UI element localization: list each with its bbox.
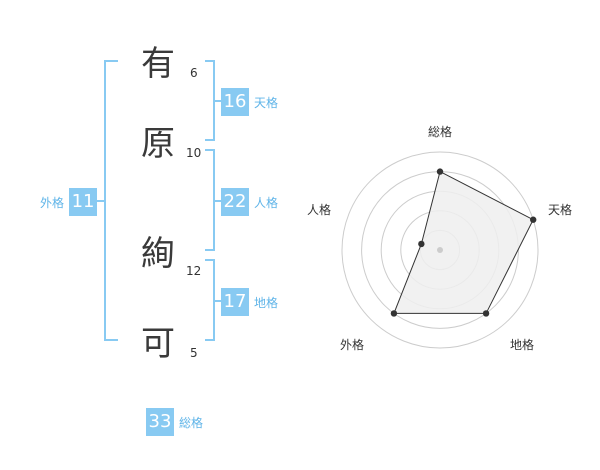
tenkaku-value: 16 (221, 88, 249, 116)
radar-label-bottom-right: 地格 (510, 338, 535, 352)
stroke-count-3: 12 (186, 264, 202, 278)
chikaku-value: 17 (221, 288, 249, 316)
radar-point-4 (390, 310, 398, 317)
stroke-count-2: 10 (186, 146, 202, 160)
soukaku-label: 総格 (179, 415, 204, 430)
soukaku-badge: 33 総格 (146, 408, 203, 436)
jinkaku-value: 22 (221, 188, 249, 216)
radar-center (437, 247, 443, 253)
radar-point-2 (530, 216, 537, 223)
name-char-4: 可 (141, 324, 175, 364)
stroke-count-4: 5 (190, 346, 198, 360)
radar-point-5 (418, 240, 425, 248)
tenkaku-badge: 16 天格 (221, 88, 278, 116)
radar-label-top: 総格 (428, 125, 453, 139)
radar-point-1 (436, 168, 444, 175)
radar-label-top-right: 天格 (548, 203, 573, 217)
radar-label-bottom-left: 外格 (340, 338, 365, 352)
jinkaku-label: 人格 (254, 195, 279, 210)
gaikaku-badge: 外格 11 (40, 188, 98, 216)
radar-ring (341, 151, 539, 349)
jinkaku-badge: 22 人格 (221, 188, 278, 216)
radar-point-3 (482, 310, 490, 317)
soukaku-value: 33 (146, 408, 174, 436)
radar-polygon (393, 170, 534, 314)
name-char-2: 原 (141, 124, 175, 164)
chikaku-label: 地格 (254, 295, 279, 310)
gaikaku-label: 外格 (40, 195, 65, 210)
gaikaku-value: 11 (69, 188, 98, 216)
tenkaku-label: 天格 (254, 95, 279, 110)
radar-label-top-left: 人格 (307, 203, 332, 217)
chikaku-badge: 17 地格 (221, 288, 278, 316)
name-char-1: 有 (141, 44, 175, 84)
name-char-3: 絢 (141, 234, 175, 274)
stroke-count-1: 6 (190, 66, 198, 80)
